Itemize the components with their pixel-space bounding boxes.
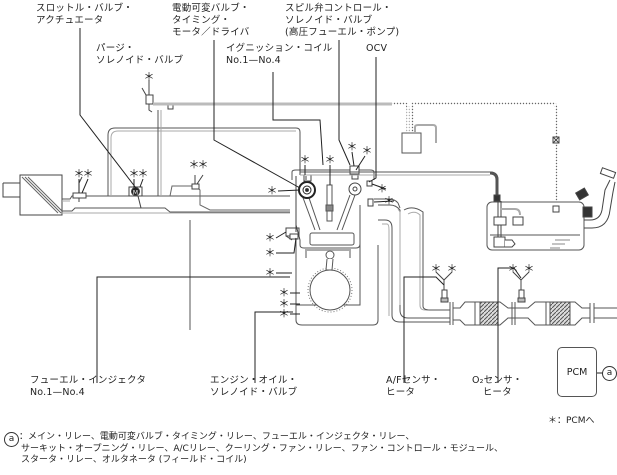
label-fuel-injector: フューエル・インジェクタ No.1—No.4 <box>30 375 146 399</box>
o2-sensor <box>512 271 530 303</box>
label-o2-sensor-heater: O₂センサ・ ヒータ <box>472 375 523 399</box>
label-line: ヒータ <box>386 387 416 398</box>
pcm-mark: ＊ <box>347 140 358 153</box>
label-oil-solenoid: エンジン・オイル・ ソレノイド・バルブ <box>210 375 297 399</box>
label-line: アクチュエータ <box>36 15 104 26</box>
pcm-mark: ＊ <box>198 158 209 171</box>
legend-line: サーキット・オープニング・リレー、A/Cリレー、クーリング・ファン・リレー、ファ… <box>21 443 504 454</box>
label-line: ヒータ <box>482 387 512 398</box>
label-ignition-coil: イグニッション・コイル No.1—No.4 <box>226 43 333 67</box>
label-line: イグニッション・コイル <box>226 43 333 54</box>
motor-icon: M <box>133 190 138 197</box>
pcm-mark: ＊ <box>265 246 276 259</box>
pcm-mark: ＊ <box>189 158 200 171</box>
exhaust-system <box>374 198 617 326</box>
purge-solenoid <box>141 80 174 113</box>
legend-a-label: a <box>8 434 15 444</box>
pcm-mark: ＊ <box>129 167 140 180</box>
label-line: エンジン・オイル・ <box>210 375 298 386</box>
intake-pressure-sensor <box>191 174 204 190</box>
label-line: No.1—No.4 <box>226 55 281 66</box>
label-af-sensor-heater: A/Fセンサ・ ヒータ <box>386 375 441 399</box>
legend-text: ：メイン・リレー、電動可変バルブ・タイミング・リレー、フューエル・インジェクタ・… <box>19 432 503 467</box>
pcm-mark: ＊ <box>362 144 373 157</box>
label-line: スロットル・バルブ・ <box>36 3 134 14</box>
high-pressure-fuel-pump <box>348 165 362 196</box>
label-line: パージ・ <box>96 43 135 54</box>
legend-line: ：メイン・リレー、電動可変バルブ・タイミング・リレー、フューエル・インジェクタ・… <box>19 432 415 442</box>
legend-line: スタータ・リレー、オルタネータ (フィールド・コイル) <box>21 455 247 465</box>
pcm-mark: ＊ <box>267 184 278 197</box>
connector-a-marker: a <box>602 366 617 381</box>
pcm-mark: ＊ <box>384 194 395 207</box>
pcm-mark: ＊ <box>325 153 336 166</box>
pcm-mark: ＊ <box>83 167 94 180</box>
ocv <box>366 180 373 187</box>
pcm-mark: ＊ <box>279 307 290 320</box>
label-purge-solenoid: パージ・ ソレノイド・バルブ <box>96 43 183 67</box>
pcm-mark: ＊ <box>508 262 519 275</box>
pcm-mark: ＊ <box>431 262 442 275</box>
pcm-mark: ＊ <box>300 153 311 166</box>
label-line: OCV <box>366 43 388 54</box>
label-line: ソレノイド・バルブ <box>96 55 184 66</box>
label-line: ソレノイド・バルブ <box>210 387 298 398</box>
label-throttle-actuator: スロットル・バルブ・ アクチュエータ <box>36 3 133 27</box>
pcm-box: PCM <box>557 347 597 397</box>
pcm-mark: ＊ <box>447 262 458 275</box>
fuel-tank <box>486 167 617 251</box>
label-line: スピル弁コントロール・ <box>285 3 392 14</box>
pcm-mark: ＊ <box>144 70 155 83</box>
vvt-motor <box>298 174 316 199</box>
pcm-mark: ＊ <box>74 167 85 180</box>
pcm-mark: ＊ <box>279 286 290 299</box>
intake-duct <box>62 110 301 330</box>
pcm-mark: ＊ <box>279 297 290 310</box>
pcm-marks: ＊ ＊ ＊ ＊ ＊ ＊ ＊ ＊ ＊ ＊ ＊ ＊ ＊ ＊ ＊ ＊ ＊ ＊ ＊ ＊ … <box>74 70 535 320</box>
charcoal-canister <box>401 132 422 154</box>
pcm-note: ＊：PCMへ <box>548 416 595 426</box>
pcm-label: PCM <box>566 366 588 378</box>
label-line: モータ／ドライバ <box>172 27 250 38</box>
label-line: フューエル・インジェクタ <box>30 375 147 386</box>
air-cleaner <box>2 174 63 216</box>
label-vvt-motor-driver: 電動可変バルブ・ タイミング・ モータ／ドライバ <box>172 3 250 39</box>
label-line: A/Fセンサ・ <box>386 375 441 386</box>
label-line: (高圧フューエル・ポンプ) <box>285 27 400 38</box>
mark-connectors <box>78 151 395 315</box>
pcm-mark: ＊ <box>138 167 149 180</box>
connector-a-label: a <box>606 368 613 378</box>
label-line: O₂センサ・ <box>472 375 523 386</box>
pcm-mark: ＊ <box>265 266 276 279</box>
label-line: 電動可変バルブ・ <box>172 3 250 14</box>
label-ocv: OCV <box>366 43 387 55</box>
legend-a-marker: a <box>4 432 19 447</box>
label-spill-valve: スピル弁コントロール・ ソレノイド・バルブ (高圧フューエル・ポンプ) <box>285 3 399 39</box>
label-line: ソレノイド・バルブ <box>285 15 373 26</box>
leader-lines <box>79 28 603 383</box>
label-line: No.1—No.4 <box>30 387 85 398</box>
label-line: タイミング・ <box>172 15 231 26</box>
pcm-mark: ＊ <box>524 262 535 275</box>
pcm-mark: ＊ <box>377 182 388 195</box>
pcm-mark: ＊ <box>265 231 276 244</box>
af-sensor <box>435 271 453 303</box>
